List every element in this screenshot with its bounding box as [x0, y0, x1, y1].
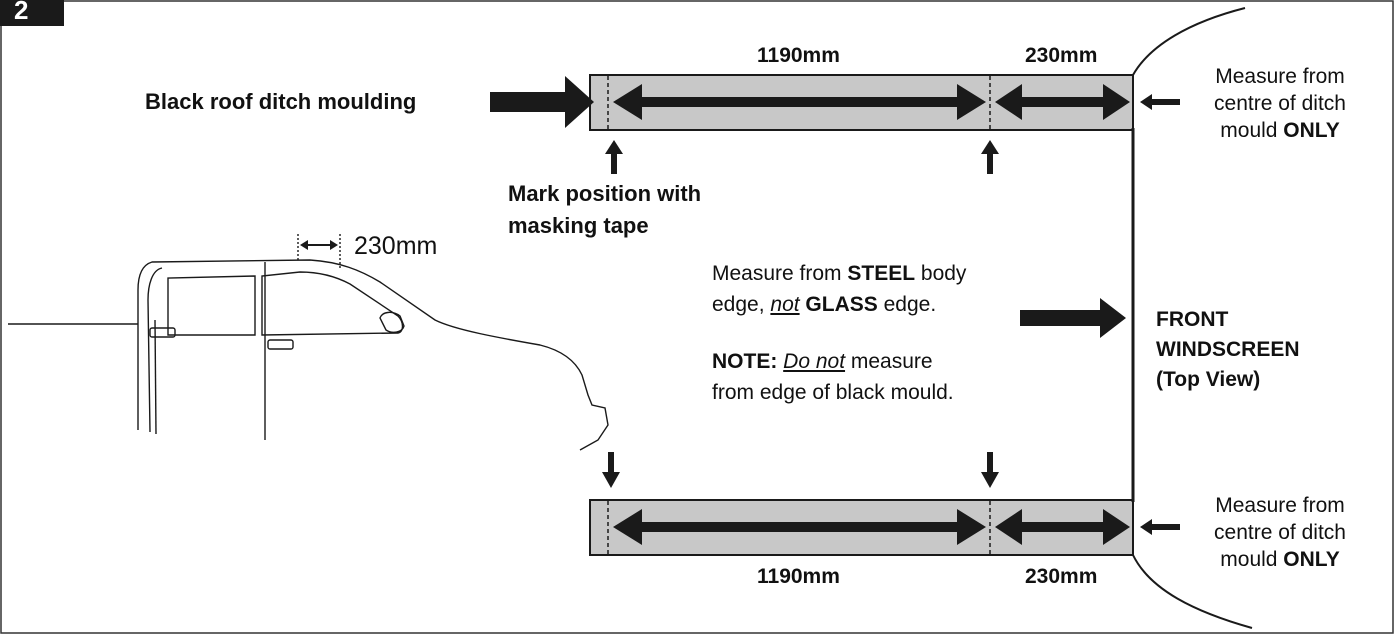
- bottom-dim-arrow-long: [613, 509, 986, 545]
- measure-top-line1: Measure from: [1215, 65, 1345, 88]
- top-centre-pointer-arrow: [1140, 94, 1180, 110]
- windscreen-line3: (Top View): [1156, 368, 1261, 391]
- bottom-centre-pointer-arrow: [1140, 519, 1180, 535]
- steel-word: STEEL: [847, 262, 916, 285]
- top-dim-short-label: 230mm: [1025, 44, 1098, 67]
- measure-bottom-line1: Measure from: [1215, 494, 1345, 517]
- measure-top-line3: mould: [1220, 119, 1284, 142]
- bottom-dim-short-label: 230mm: [1025, 565, 1098, 588]
- truck-side-view: [8, 234, 609, 451]
- glass-word: GLASS: [799, 293, 878, 316]
- do-not-word: Do not: [783, 350, 846, 373]
- mark-position-label: Mark position with masking tape: [508, 178, 701, 242]
- measure-top-line2: centre of ditch: [1214, 92, 1346, 115]
- measure-bottom-line3: mould: [1220, 548, 1284, 571]
- note-word: NOTE:: [712, 350, 778, 373]
- steel-line2-pre: edge,: [712, 293, 771, 316]
- measure-top-only: ONLY: [1283, 119, 1340, 142]
- windscreen-outline: [1131, 7, 1253, 629]
- not-word: not: [770, 293, 800, 316]
- truck-roof-dimension-arrow: [300, 240, 338, 250]
- top-dim-arrow-short: [995, 84, 1130, 120]
- top-dim-long-label: 1190mm: [757, 44, 840, 67]
- mark-position-line2: masking tape: [508, 213, 649, 238]
- mark-down-arrow-left: [602, 452, 620, 488]
- measure-centre-bottom-label: Measure from centre of ditch mould ONLY: [1205, 492, 1355, 573]
- moulding-pointer-arrow: [490, 76, 594, 128]
- steel-line1-post: body: [915, 262, 967, 285]
- windscreen-pointer-arrow: [1020, 298, 1126, 338]
- windscreen-label: FRONT WINDSCREEN (Top View): [1156, 305, 1300, 395]
- mark-up-arrow-right: [981, 140, 999, 174]
- mark-position-line1: Mark position with: [508, 181, 702, 206]
- measure-bottom-line2: centre of ditch: [1214, 521, 1346, 544]
- truck-dim-label: 230mm: [354, 232, 438, 260]
- measure-centre-top-label: Measure from centre of ditch mould ONLY: [1205, 63, 1355, 144]
- windscreen-line1: FRONT: [1156, 308, 1229, 331]
- steel-line2-post: edge.: [877, 293, 937, 316]
- note-instruction: NOTE: Do not measure from edge of black …: [712, 346, 954, 408]
- top-dim-arrow-long: [613, 84, 986, 120]
- moulding-label: Black roof ditch moulding: [145, 89, 417, 114]
- windscreen-line2: WINDSCREEN: [1156, 338, 1300, 361]
- measure-bottom-only: ONLY: [1283, 548, 1340, 571]
- bottom-dim-arrow-short: [995, 509, 1130, 545]
- note-line2: from edge of black mould.: [712, 381, 954, 404]
- note-line1-post: measure: [845, 350, 933, 373]
- bottom-dim-long-label: 1190mm: [757, 565, 840, 588]
- mark-up-arrow-left: [605, 140, 623, 174]
- steel-edge-instruction: Measure from STEEL body edge, not GLASS …: [712, 258, 966, 320]
- step-number-badge: 2: [0, 0, 64, 26]
- steel-line1-pre: Measure from: [712, 262, 848, 285]
- mark-down-arrow-right: [981, 452, 999, 488]
